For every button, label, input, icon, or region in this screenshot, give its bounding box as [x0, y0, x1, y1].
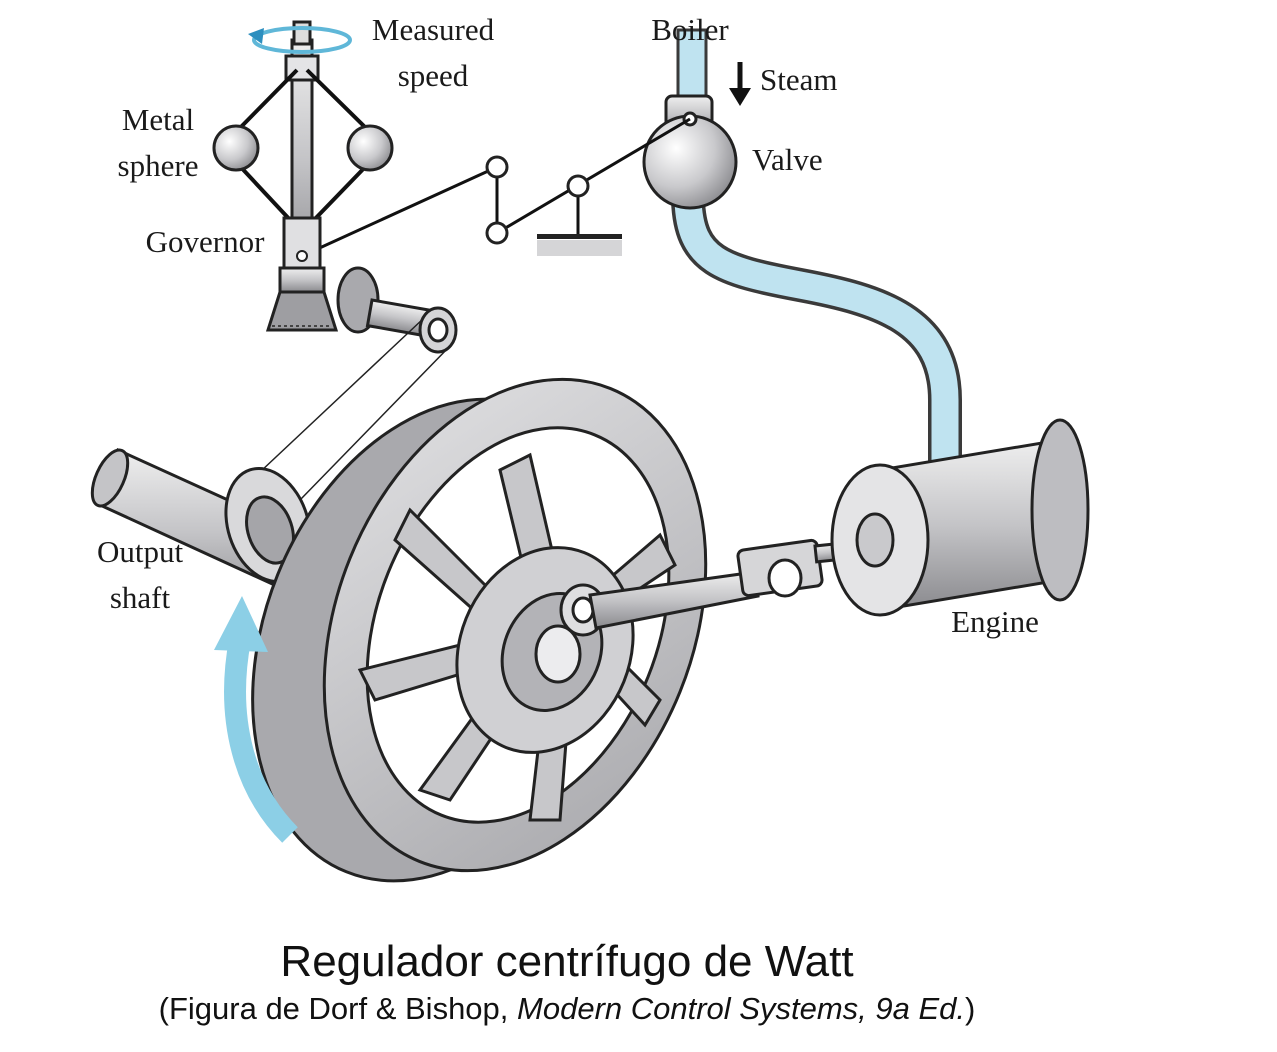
label-steam: Steam	[760, 62, 838, 97]
label-boiler: Boiler	[651, 12, 729, 47]
flywheel	[251, 377, 708, 883]
caption-sub-italic: Modern Control Systems, 9a Ed.	[517, 991, 965, 1026]
linkage-joint	[485, 221, 509, 245]
connecting-rod	[588, 538, 878, 630]
label-measured-speed-1: Measured	[372, 12, 495, 47]
label-output-shaft-2: shaft	[110, 580, 171, 615]
rotation-direction-arrow	[214, 596, 298, 843]
linkage-joint	[485, 155, 509, 179]
governor	[212, 20, 394, 334]
label-metal-sphere-1: Metal	[122, 102, 194, 137]
caption-title: Regulador centrífugo de Watt	[280, 937, 853, 986]
steam-pipe	[671, 28, 962, 475]
steam-arrow-icon	[729, 62, 751, 106]
drive-belt	[259, 317, 451, 501]
metal-sphere-left	[212, 124, 260, 172]
valve	[642, 94, 738, 210]
label-engine: Engine	[951, 604, 1039, 639]
label-valve: Valve	[752, 142, 823, 177]
caption-sub-prefix: (Figura de Dorf & Bishop,	[159, 991, 517, 1026]
engine	[830, 418, 1090, 617]
label-output-shaft-1: Output	[97, 534, 184, 569]
caption-sub-suffix: )	[965, 991, 975, 1026]
label-metal-sphere-2: sphere	[118, 148, 199, 183]
pivot-base	[537, 234, 622, 256]
linkage-joint	[566, 174, 590, 198]
caption-subtitle: (Figura de Dorf & Bishop, Modern Control…	[159, 991, 976, 1026]
rotation-arrow-icon	[248, 26, 352, 54]
gear-shaft	[365, 298, 458, 354]
label-governor: Governor	[146, 224, 265, 259]
metal-sphere-right	[346, 124, 394, 172]
label-measured-speed-2: speed	[398, 58, 469, 93]
